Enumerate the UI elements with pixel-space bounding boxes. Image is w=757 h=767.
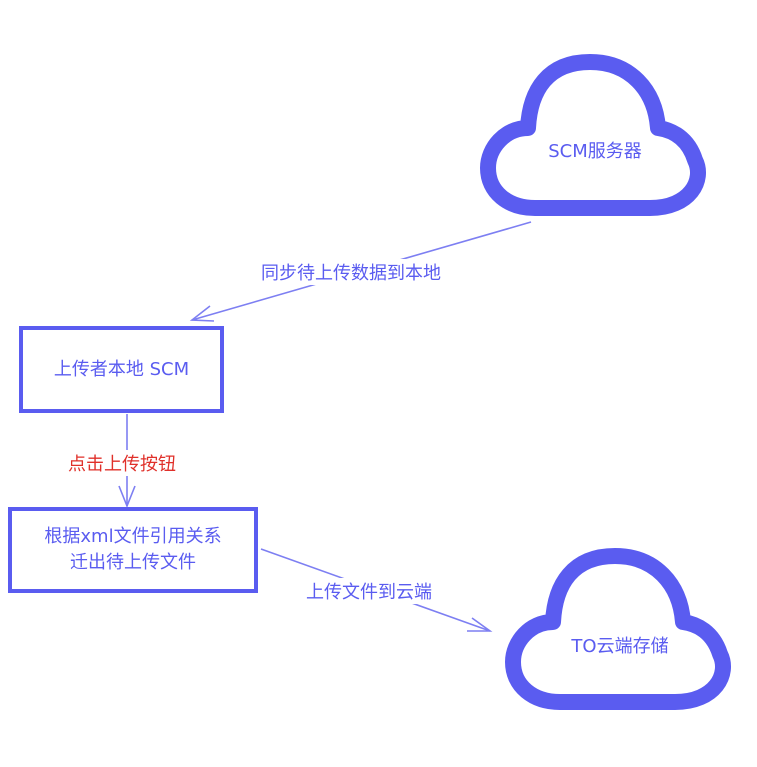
edge-label-sync: 同步待上传数据到本地	[259, 259, 443, 285]
edge-label-click-upload: 点击上传按钮	[66, 450, 178, 476]
node-local-scm[interactable]: 上传者本地 SCM	[19, 326, 224, 413]
node-migrate-files[interactable]: 根据xml文件引用关系 迁出待上传文件	[8, 507, 258, 593]
node-label-migrate-line2: 迁出待上传文件	[70, 552, 196, 573]
cloud-icon-cloud-storage[interactable]	[505, 548, 731, 710]
node-label-scm-server: SCM服务器	[548, 141, 642, 162]
edge-click-upload-arrowhead	[118, 485, 136, 509]
node-label-local-scm: 上传者本地 SCM	[53, 358, 190, 380]
edge-upload-arrowhead	[467, 617, 493, 632]
node-label-cloud-storage: TO云端存储	[571, 636, 669, 657]
node-label-migrate-line1: 根据xml文件引用关系	[44, 526, 222, 547]
edge-label-upload: 上传文件到云端	[304, 578, 434, 604]
edge-sync-arrowhead	[189, 305, 215, 322]
cloud-icon-scm-server[interactable]	[480, 54, 706, 216]
